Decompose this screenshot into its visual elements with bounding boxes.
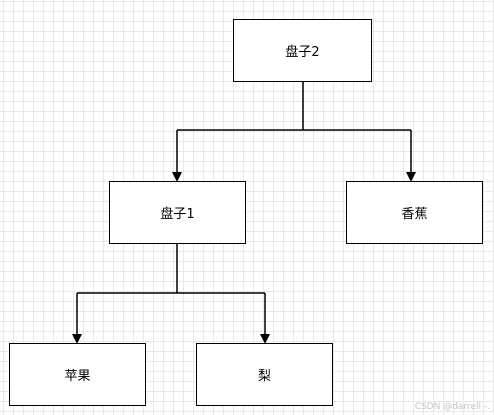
watermark-text: CSDN @darrell -. xyxy=(414,402,490,412)
node-plate1[interactable]: 盘子1 xyxy=(109,181,246,244)
node-pear[interactable]: 梨 xyxy=(196,343,333,406)
node-pear-label: 梨 xyxy=(257,369,271,384)
node-apple[interactable]: 苹果 xyxy=(9,343,146,406)
node-apple-label: 苹果 xyxy=(64,369,91,384)
node-banana[interactable]: 香蕉 xyxy=(346,181,483,244)
node-plate1-label: 盘子1 xyxy=(160,207,195,222)
node-banana-label: 香蕉 xyxy=(401,207,428,222)
node-root[interactable]: 盘子2 xyxy=(233,19,372,82)
node-root-label: 盘子2 xyxy=(285,45,320,60)
